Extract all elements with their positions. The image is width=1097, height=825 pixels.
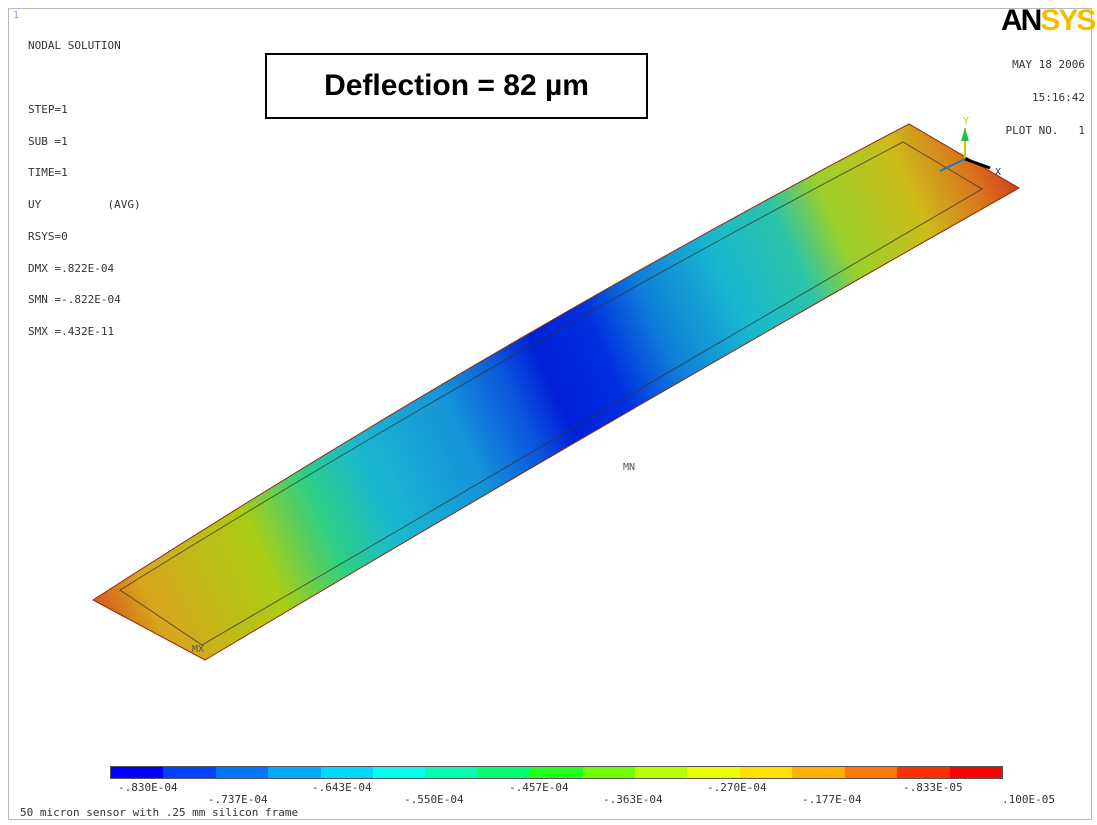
legend-tick-upper: -.457E-04: [509, 781, 569, 794]
legend-tick-lower: .100E-05: [1002, 793, 1055, 806]
legend-tick-upper: -.270E-04: [707, 781, 767, 794]
legend-swatch: [477, 767, 531, 778]
info-line: UY (AVG): [28, 198, 141, 212]
window-number: 1: [13, 10, 20, 21]
info-line: NODAL SOLUTION: [28, 39, 121, 53]
plot-metadata: MAY 18 2006 15:16:42 PLOT NO. 1: [1006, 37, 1085, 147]
legend-swatch: [739, 767, 793, 778]
legend-swatch: [425, 767, 478, 778]
legend-swatch: [949, 767, 1002, 778]
min-node-label: MN: [623, 462, 635, 473]
legend-swatch: [215, 767, 269, 778]
info-line: SMN =-.822E-04: [28, 293, 121, 307]
legend-tick-lower: -.737E-04: [208, 793, 268, 806]
legend-tick-lower: -.177E-04: [802, 793, 862, 806]
legend-swatch: [268, 767, 321, 778]
legend-tick-lower: -.550E-04: [404, 793, 464, 806]
legend-swatch: [635, 767, 688, 778]
legend-swatch: [111, 767, 164, 778]
plot-caption: 50 micron sensor with .25 mm silicon fra…: [20, 806, 299, 819]
info-line: TIME=1: [28, 166, 68, 180]
legend-swatch: [792, 767, 845, 778]
solution-info: NODAL SOLUTION STEP=1 SUB =1 TIME=1 UY (…: [28, 20, 141, 348]
axis-y-label: Y: [963, 116, 969, 127]
info-line: SMX =.432E-11: [28, 325, 115, 339]
coordinate-triad: Y X: [939, 116, 1001, 178]
plot-time: 15:16:42: [1032, 91, 1085, 104]
silicon-frame-outline: [119, 141, 983, 646]
plot-number: PLOT NO. 1: [1005, 124, 1085, 137]
axis-x-label: X: [995, 167, 1001, 178]
legend-swatch: [844, 767, 898, 778]
info-line: RSYS=0: [28, 229, 68, 243]
legend-swatch: [373, 767, 426, 778]
legend-tick-upper: -.833E-05: [903, 781, 963, 794]
deflection-annotation: Deflection = 82 µm: [265, 53, 648, 119]
logo-part-sys: SYS: [1040, 4, 1096, 37]
max-node-label: MX: [192, 644, 204, 655]
contour-legend-bar: [110, 766, 1003, 779]
plot-date: MAY 18 2006: [1012, 58, 1085, 71]
deflection-text: Deflection = 82 µm: [324, 69, 589, 102]
legend-swatch: [163, 767, 216, 778]
info-line: SUB =1: [28, 134, 68, 148]
legend-swatch: [687, 767, 740, 778]
legend-swatch: [897, 767, 950, 778]
logo-part-an: AN: [1001, 4, 1042, 37]
plot-frame: [8, 8, 1092, 820]
legend-tick-upper: -.643E-04: [312, 781, 372, 794]
legend-swatch: [582, 767, 636, 778]
legend-swatch: [320, 767, 374, 778]
legend-tick-upper: -.830E-04: [118, 781, 178, 794]
legend-tick-lower: -.363E-04: [603, 793, 663, 806]
beam-surface: [92, 123, 1021, 661]
info-line: STEP=1: [28, 102, 68, 116]
ansys-logo: ANSYS: [1001, 4, 1096, 38]
legend-swatch: [530, 767, 583, 778]
info-line: DMX =.822E-04: [28, 261, 115, 275]
